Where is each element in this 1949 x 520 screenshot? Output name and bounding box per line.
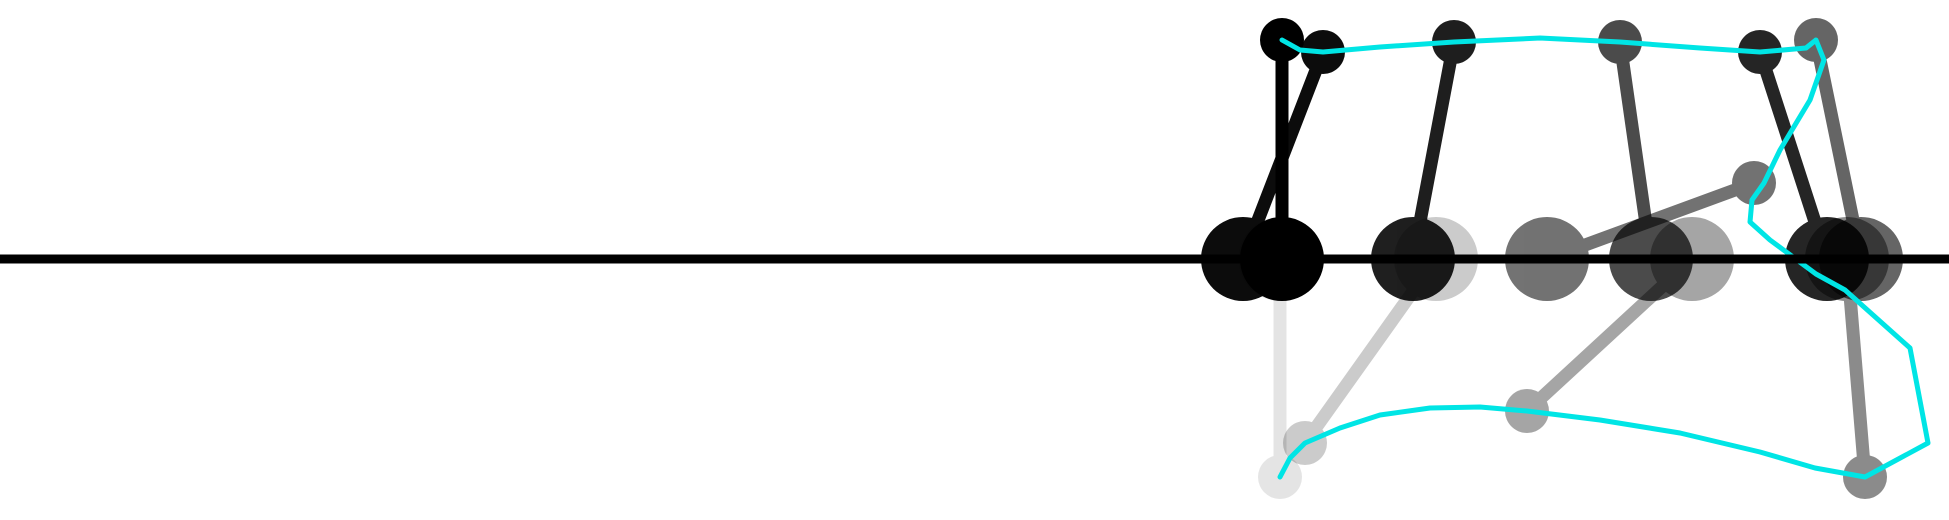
tip-trajectory-line	[1277, 35, 1931, 480]
pendulum-tip-mass	[1732, 161, 1776, 205]
